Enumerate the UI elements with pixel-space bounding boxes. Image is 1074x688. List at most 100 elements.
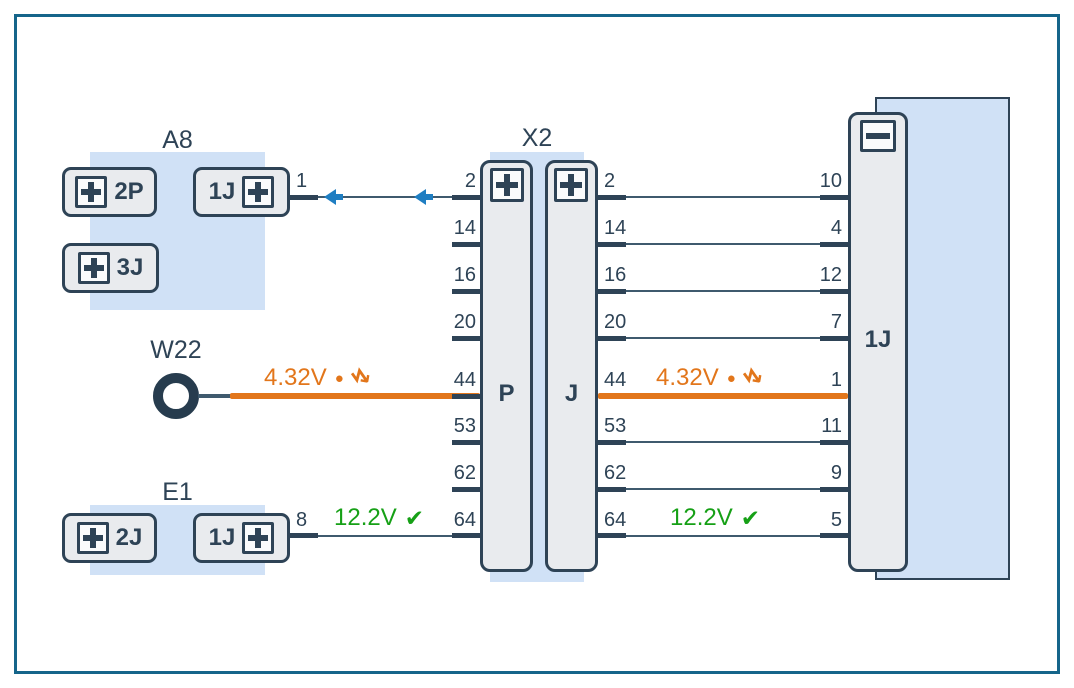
x2-right-pin-number: 16 [604,264,627,286]
x2-left-pin-number: 62 [453,462,476,484]
e1-connector-1j[interactable]: 1J [193,513,290,563]
wire-x2-to-right [626,243,820,245]
wire-tick [820,195,848,200]
wire-w22-to-x2-pin44 [230,393,480,399]
connector-label: 2J [115,524,143,551]
wire-x2-to-right [626,488,820,490]
wire-tick [820,440,848,445]
x2-j-side-label: J [564,380,579,407]
right-pin-number: 5 [830,509,842,531]
a8-pin-number: 1 [296,170,308,192]
expand-plus-icon[interactable] [77,252,110,284]
wire-tick [598,440,626,445]
wire-a8-to-x2 [318,196,454,198]
wire-tick [598,336,626,341]
w22-stub-wire [198,394,234,398]
x2-left-tick [452,440,480,445]
x2-strip-p[interactable] [480,160,533,572]
x2-right-pin-number: 20 [604,311,627,333]
voltage-value: 12.2V [670,504,733,531]
x2-right-pin-number: 64 [604,509,627,531]
expand-plus-icon[interactable] [490,168,524,202]
wire-tick [598,289,626,294]
a8-pin1-tick [290,195,318,200]
wire-tick [820,487,848,492]
probe-dot-icon: ● [726,369,736,387]
wire-tick [820,289,848,294]
right-pin-number: 11 [821,415,842,437]
measurement-64-left: 12.2V ✔ [334,504,424,532]
right-pin-number: 12 [819,264,842,286]
a8-connector-3j[interactable]: 3J [62,243,159,293]
x2-left-tick [452,487,480,492]
voltage-value: 4.32V [264,364,327,391]
right-pin-number: 10 [819,170,842,192]
x2-right-pin-number: 2 [604,170,616,192]
a8-label: A8 [162,126,193,154]
connector-label: 1J [208,524,236,551]
diagram-border [14,14,1060,674]
wire-tick [820,336,848,341]
wire-x2-to-right [626,196,820,198]
wire-x2-to-right [626,337,820,339]
right-pin-number: 1 [830,369,842,391]
expand-plus-icon[interactable] [76,522,109,554]
probe-dot-icon: ● [334,369,344,387]
signal-direction-arrow-icon [324,189,345,205]
x2-left-tick [452,289,480,294]
expand-plus-icon[interactable] [242,176,275,208]
right-pin-number: 4 [830,217,842,239]
x2-left-pin-number: 53 [453,415,476,437]
expand-plus-icon[interactable] [554,168,588,202]
right-connector-strip[interactable] [848,112,908,572]
right-pin-number: 9 [830,462,842,484]
connector-label: 3J [116,254,144,281]
wire-tick [598,195,626,200]
x2-left-tick [452,336,480,341]
w22-label: W22 [150,336,202,364]
e1-connector-2j[interactable]: 2J [62,513,157,563]
right-pin-number: 7 [830,311,842,333]
x2-left-pin-number: 44 [453,369,476,391]
measurement-64-right: 12.2V ✔ [670,504,760,532]
wire-tick [598,533,626,538]
a8-connector-1j[interactable]: 1J [193,167,290,217]
check-ok-icon: ✔ [740,504,760,531]
measurement-44-right: 4.32V ● ↯ [656,361,770,394]
wire-x2-to-right [626,535,820,537]
expand-plus-icon[interactable] [242,522,275,554]
x2-left-pin-number: 20 [453,311,476,333]
x2-right-pin-number: 14 [604,217,627,239]
expand-plus-icon[interactable] [75,176,108,208]
x2-left-pin-number: 14 [453,217,476,239]
wire-x2-to-right [626,441,820,443]
voltage-value: 4.32V [656,364,719,391]
x2-left-pin-number: 16 [453,264,476,286]
signal-direction-arrow-icon [414,189,435,205]
a8-connector-2p[interactable]: 2P [62,167,157,217]
x2-left-tick [452,394,480,399]
e1-label: E1 [162,478,193,506]
voltage-value: 12.2V [334,504,397,531]
x2-right-pin-number: 44 [604,369,627,391]
wire-x2-44-to-right-1 [598,393,848,399]
connector-label: 1J [208,178,236,205]
x2-left-tick [452,242,480,247]
wire-e1-to-x2 [318,535,454,537]
measurement-44-left: 4.32V ● ↯ [264,361,378,394]
x2-left-pin-number: 2 [464,170,476,192]
right-connector-label: 1J [864,326,892,353]
x2-strip-j[interactable] [545,160,598,572]
wire-tick [598,242,626,247]
x2-right-pin-number: 62 [604,462,627,484]
x2-right-pin-number: 53 [604,415,627,437]
wire-tick [820,533,848,538]
w22-splice-symbol[interactable] [153,373,199,419]
e1-pin8-tick [290,533,318,538]
collapse-minus-icon[interactable] [860,120,896,152]
wire-tick [820,242,848,247]
x2-left-tick [452,533,480,538]
x2-p-side-label: P [498,380,515,407]
x2-left-pin-number: 64 [453,509,476,531]
